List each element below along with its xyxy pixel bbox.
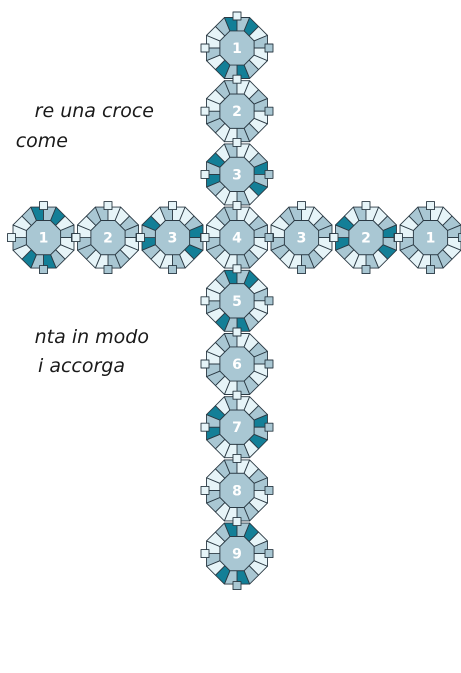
rosette-left-0: 1 [8,202,80,274]
connector-square [233,454,241,462]
connector-square [104,266,112,274]
connector-square [298,266,306,274]
connector-square [40,266,48,274]
connector-square [201,107,209,115]
connector-square [201,297,209,305]
connector-square [233,391,241,399]
rosette-right-0: 3 [266,202,338,274]
connector-square [362,266,370,274]
connector-square [265,107,273,115]
rosette-number: 6 [232,357,242,373]
rosette-left-1: 2 [72,202,144,274]
connector-square [104,202,112,210]
rosette-v-3: 4 [201,202,273,274]
connector-square [233,12,241,20]
connector-square [201,170,209,178]
rosette-v-2: 3 [201,138,273,210]
connector-square [427,202,435,210]
connector-square [265,234,273,242]
rosette-v-0: 1 [201,12,273,84]
connector-square [427,266,435,274]
rosette-left-2: 3 [137,202,209,274]
rosette-number: 1 [426,231,436,247]
rosette-right-1: 2 [330,202,402,274]
connector-square [233,265,241,273]
connector-square [233,582,241,590]
connector-square [201,234,209,242]
rosette-right-2: 1 [395,202,461,274]
connector-square [201,486,209,494]
connector-square [72,234,80,242]
rosette-number: 4 [232,231,242,247]
connector-square [233,202,241,210]
rosette-v-5: 6 [201,328,273,400]
connector-square [362,202,370,210]
rosette-number: 3 [168,231,178,247]
text-fragment-1: re una croce [35,102,154,121]
connector-square [201,550,209,558]
connector-square [201,360,209,368]
connector-square [265,550,273,558]
connector-square [233,138,241,146]
connector-square [8,234,16,242]
rosette-v-8: 9 [201,518,273,590]
connector-square [265,297,273,305]
rosette-number: 1 [39,231,49,247]
rosette-number: 8 [232,483,242,499]
text-fragment-3: nta in modo [35,328,149,347]
connector-square [395,234,403,242]
connector-square [233,518,241,526]
rosette-number: 3 [297,231,307,247]
text-fragment-4: i accorga [38,357,125,376]
rosette-number: 7 [232,420,242,436]
connector-square [265,170,273,178]
connector-square [233,328,241,336]
connector-square [201,44,209,52]
connector-square [169,266,177,274]
rosette-v-1: 2 [201,75,273,147]
connector-square [40,202,48,210]
connector-square [330,234,338,242]
rosette-number: 9 [232,547,242,563]
rosette-number: 5 [232,294,242,310]
rosette-v-6: 7 [201,391,273,463]
rosette-number: 2 [232,104,242,120]
connector-square [265,360,273,368]
text-fragment-2: come [16,132,68,151]
connector-square [169,202,177,210]
connector-square [265,486,273,494]
rosette-v-4: 5 [201,265,273,337]
rosette-number: 2 [361,231,371,247]
rosette-number: 3 [232,167,242,183]
connector-square [265,44,273,52]
rosette-number: 1 [232,41,242,57]
connector-square [201,423,209,431]
connector-square [298,202,306,210]
rosette-number: 2 [103,231,113,247]
rosette-v-7: 8 [201,454,273,526]
connector-square [265,423,273,431]
connector-square [137,234,145,242]
connector-square [233,75,241,83]
